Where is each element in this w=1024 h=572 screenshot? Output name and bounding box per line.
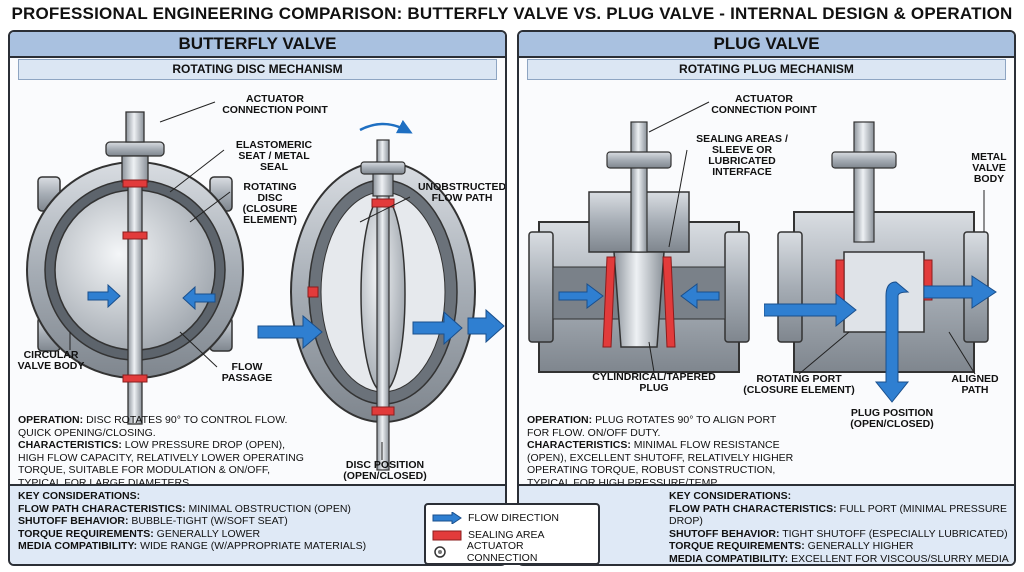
- butterfly-header: BUTTERFLY VALVE: [10, 32, 505, 58]
- label-metal-body: METAL VALVE BODY: [971, 151, 1007, 185]
- legend: FLOW DIRECTION SEALING AREA ACTUATOR CON…: [424, 503, 600, 565]
- label-actuator: ACTUATOR CONNECTION POINT: [711, 93, 817, 116]
- butterfly-subheader: ROTATING DISC MECHANISM: [18, 59, 497, 80]
- label-port: ROTATING PORT (CLOSURE ELEMENT): [743, 373, 855, 396]
- plug-panel: PLUG VALVE ROTATING PLUG MECHANISM: [517, 30, 1016, 566]
- key-label: MEDIA COMPATIBILITY:: [18, 540, 138, 552]
- legend-item-sealing: SEALING AREA: [432, 526, 592, 543]
- characteristics-label: CHARACTERISTICS:: [18, 439, 122, 451]
- key-value: GENERALLY LOWER: [156, 527, 261, 540]
- key-label: MEDIA COMPATIBILITY:: [669, 552, 789, 565]
- characteristics-label: CHARACTERISTICS:: [527, 439, 631, 451]
- label-unobstructed: UNOBSTRUCTED FLOW PATH: [417, 181, 507, 204]
- plug-open-illustration: [764, 121, 997, 403]
- butterfly-key-considerations: KEY CONSIDERATIONS: FLOW PATH CHARACTERI…: [10, 484, 505, 564]
- key-value: GENERALLY HIGHER: [807, 540, 914, 552]
- legend-item-flow: FLOW DIRECTION: [432, 509, 592, 526]
- operation-label: OPERATION:: [527, 414, 593, 426]
- butterfly-front-illustration: [26, 111, 244, 425]
- label-disc: ROTATING DISC (CLOSURE ELEMENT): [242, 181, 298, 226]
- key-label: TORQUE REQUIREMENTS:: [18, 527, 154, 540]
- label-sealing: SEALING AREAS / SLEEVE OR LUBRICATED INT…: [696, 133, 788, 178]
- flow-arrow-icon: [432, 511, 462, 524]
- operation-label: OPERATION:: [18, 414, 84, 426]
- key-value: WIDE RANGE (W/APPROPRIATE MATERIALS): [140, 540, 367, 552]
- key-title: KEY CONSIDERATIONS:: [669, 490, 792, 502]
- key-value: BUBBLE-TIGHT (W/SOFT SEAT): [131, 515, 288, 527]
- butterfly-description: OPERATION: DISC ROTATES 90° TO CONTROL F…: [18, 414, 308, 489]
- legend-flow-label: FLOW DIRECTION: [468, 511, 559, 524]
- key-value: MINIMAL OBSTRUCTION (OPEN): [188, 502, 351, 515]
- sealing-swatch-icon: [432, 530, 462, 540]
- label-seat: ELASTOMERIC SEAT / METAL SEAL: [235, 139, 313, 173]
- key-label: FLOW PATH CHARACTERISTICS:: [18, 502, 186, 515]
- plug-leader-lines: [648, 101, 985, 375]
- label-aligned: ALIGNED PATH: [951, 373, 999, 396]
- butterfly-side-illustration: [257, 119, 505, 471]
- legend-actuator-label: ACTUATOR CONNECTION: [466, 539, 538, 564]
- operation-text: DISC ROTATES 90° TO CONTROL FLOW. QUICK …: [18, 414, 288, 439]
- key-label: SHUTOFF BEHAVIOR:: [669, 527, 780, 540]
- plug-cutaway-illustration: [528, 121, 750, 373]
- key-value: EXCELLENT FOR VISCOUS/SLURRY MEDIA: [791, 552, 1009, 565]
- key-label: SHUTOFF BEHAVIOR:: [18, 515, 129, 527]
- label-plug: CYLINDRICAL/TAPERED PLUG: [592, 371, 716, 394]
- label-body: CIRCULAR VALVE BODY: [17, 349, 85, 372]
- key-label: TORQUE REQUIREMENTS:: [669, 540, 805, 552]
- operation-text: PLUG ROTATES 90° TO ALIGN PORT FOR FLOW.…: [527, 414, 777, 439]
- key-value: TIGHT SHUTOFF (ESPECIALLY LUBRICATED): [782, 527, 1008, 540]
- actuator-ring-icon: [434, 545, 446, 558]
- plug-header: PLUG VALVE: [519, 32, 1014, 58]
- legend-sealing-label: SEALING AREA: [468, 528, 545, 541]
- characteristics-text: MINIMAL FLOW RESISTANCE (OPEN), EXCELLEN…: [527, 439, 794, 489]
- plug-subheader: ROTATING PLUG MECHANISM: [527, 59, 1006, 80]
- legend-item-actuator: ACTUATOR CONNECTION: [432, 540, 592, 564]
- butterfly-panel: BUTTERFLY VALVE ROTATING DISC MECHANISM: [8, 30, 507, 566]
- plug-description: OPERATION: PLUG ROTATES 90° TO ALIGN POR…: [527, 414, 797, 489]
- label-disc-position: DISC POSITION (OPEN/CLOSED): [343, 459, 427, 482]
- label-actuator: ACTUATOR CONNECTION POINT: [222, 93, 328, 116]
- key-label: FLOW PATH CHARACTERISTICS:: [669, 502, 837, 515]
- page-title: PROFESSIONAL ENGINEERING COMPARISON: BUT…: [11, 4, 1013, 23]
- key-title: KEY CONSIDERATIONS:: [18, 490, 141, 502]
- butterfly-leader-lines: [69, 101, 411, 460]
- label-passage: FLOW PASSAGE: [221, 361, 273, 384]
- label-plug-position: PLUG POSITION (OPEN/CLOSED): [850, 407, 934, 430]
- plug-key-considerations: KEY CONSIDERATIONS: FLOW PATH CHARACTERI…: [519, 484, 1014, 565]
- key-value: FULL PORT (MINIMAL PRESSURE DROP): [669, 502, 1007, 528]
